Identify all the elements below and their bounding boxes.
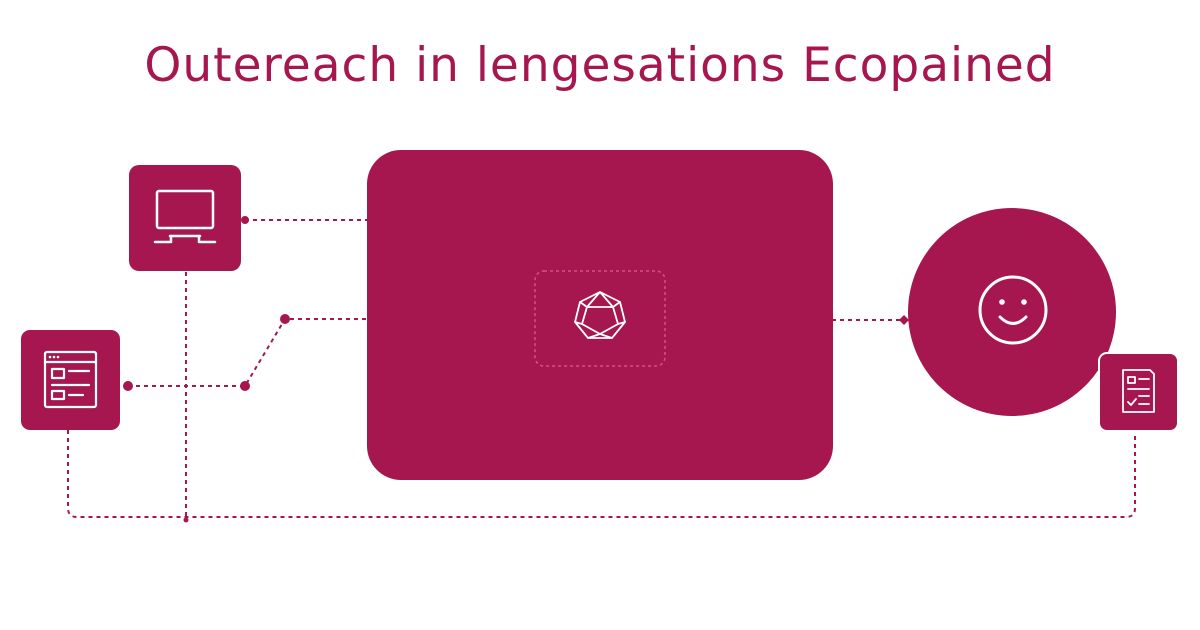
monitor-icon: [153, 189, 217, 244]
geodesic-polyhedron-icon: [574, 291, 626, 339]
hub-focus-outline: [534, 270, 666, 367]
browser-window-icon: [43, 350, 98, 409]
connector-dot: [280, 314, 290, 324]
connectors: [67, 219, 1136, 520]
connector-dot: [123, 381, 133, 391]
node-central-hub[interactable]: [367, 150, 833, 480]
connector-browser-to-hub: [128, 318, 368, 387]
node-customer[interactable]: [908, 208, 1116, 416]
node-browser-window[interactable]: [21, 330, 120, 430]
connector-dot: [241, 216, 249, 224]
connector-dots: [123, 216, 909, 523]
node-monitor[interactable]: [129, 165, 241, 271]
connector-diamond: [899, 315, 909, 325]
page-title: Outereach in lengesations Ecopained: [144, 38, 1056, 93]
connector-dot: [240, 381, 250, 391]
checklist-document-icon: [1122, 369, 1155, 413]
smiley-eyes: [999, 299, 1027, 305]
node-checklist-document[interactable]: [1098, 352, 1179, 432]
window-control-dots: [48, 355, 60, 359]
connector-dot: [183, 517, 189, 523]
connector-bottom-bus: [67, 430, 1136, 518]
smiley-face-icon: [978, 275, 1048, 345]
